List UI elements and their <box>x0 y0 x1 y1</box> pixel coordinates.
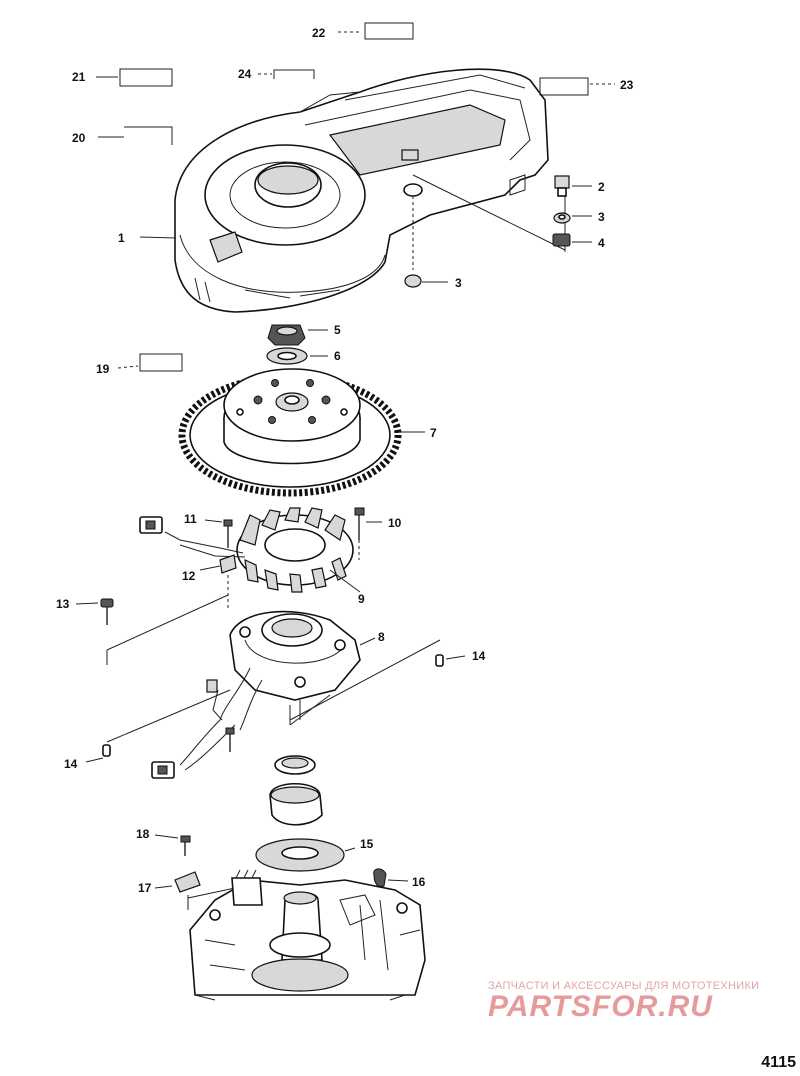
callout-24: 24 <box>238 67 252 81</box>
callout-23: 23 <box>620 78 634 92</box>
callout-labels: 1 2 3 3 4 5 6 7 8 9 10 11 12 13 14 14 15… <box>56 26 634 895</box>
callout-16: 16 <box>412 875 426 889</box>
callout-21: 21 <box>72 70 86 84</box>
callout-18: 18 <box>136 827 150 841</box>
callout-8: 8 <box>378 630 385 644</box>
flywheel <box>178 368 425 497</box>
lower-assembly <box>154 755 409 910</box>
locating-pins <box>85 594 466 763</box>
diagram-reference-number: 4115 <box>761 1054 796 1071</box>
callout-6: 6 <box>334 349 341 363</box>
watermark-tagline: ЗАПЧАСТИ И АКСЕССУАРЫ ДЛЯ МОТОТЕХНИКИ <box>488 980 760 992</box>
callout-12: 12 <box>182 569 196 583</box>
callout-2: 2 <box>598 180 605 194</box>
watermark: ЗАПЧАСТИ И АКСЕССУАРЫ ДЛЯ МОТОТЕХНИКИ PA… <box>488 980 788 1024</box>
cover-hardware <box>404 175 592 288</box>
engine-block <box>189 869 426 1001</box>
callout-7: 7 <box>430 426 437 440</box>
callout-11: 11 <box>184 512 197 526</box>
callout-10: 10 <box>388 516 402 530</box>
callout-17: 17 <box>138 881 152 895</box>
callout-19: 19 <box>96 362 110 376</box>
callout-15: 15 <box>360 837 374 851</box>
callout-1: 1 <box>118 231 125 245</box>
callout-20: 20 <box>72 131 86 145</box>
flywheel-cover <box>174 68 549 313</box>
flywheel-nut-washer <box>266 324 328 365</box>
callout-5: 5 <box>334 323 341 337</box>
callout-14a: 14 <box>472 649 486 663</box>
stator <box>139 507 361 593</box>
watermark-brand-logo: PARTSFOR.RU <box>488 990 713 1023</box>
callout-4: 4 <box>598 236 605 250</box>
trigger-plate <box>151 610 376 779</box>
callout-9: 9 <box>358 592 365 606</box>
stator-screws <box>75 507 382 625</box>
callout-3a: 3 <box>598 210 605 224</box>
callout-13: 13 <box>56 597 70 611</box>
callout-3b: 3 <box>455 276 462 290</box>
callout-14b: 14 <box>64 757 78 771</box>
callout-22: 22 <box>312 26 326 40</box>
